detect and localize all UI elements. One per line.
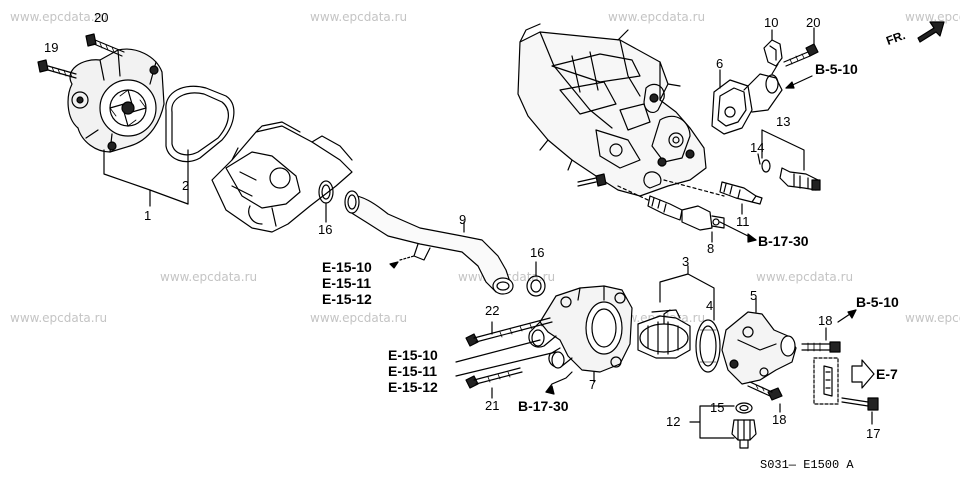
ref-e-15-10-mid[interactable]: E-15-10 [388,347,438,363]
bolt-18-upper[interactable] [801,341,841,353]
e7-arrow [851,359,875,389]
plug-8[interactable] [647,195,725,231]
ref-b-5-10-mid[interactable]: B-5-10 [856,294,899,310]
washer-14[interactable] [761,159,771,173]
sensor-11[interactable] [719,181,763,205]
part-number-11[interactable]: 11 [736,214,750,229]
o-ring-16-left[interactable] [318,180,334,204]
cylinder-head [517,23,707,197]
engine-block-outline [211,121,353,233]
sensor-12[interactable] [731,419,757,449]
thermostat-cover[interactable] [721,311,797,385]
water-outlet[interactable] [711,73,783,135]
part-number-9[interactable]: 9 [459,212,467,227]
ref-b-5-10-top[interactable]: B-5-10 [815,61,858,77]
arrow-b1730-right [747,233,757,243]
leader-13 [761,129,805,171]
part-number-2[interactable]: 2 [182,178,190,193]
part-number-13[interactable]: 13 [776,114,791,129]
part-number-5[interactable]: 5 [750,288,758,303]
part-number-16[interactable]: 16 [318,222,333,237]
leader-e15-mid-b [455,351,557,377]
part-number-20[interactable]: 20 [806,15,821,30]
bolt-22[interactable] [465,317,553,347]
arrow-b1730-bottom [545,385,555,395]
washer-15[interactable] [735,402,753,414]
pump-gasket[interactable] [165,85,235,163]
diagram-code: S031— E1500 A [760,458,854,472]
thermostat-housing[interactable] [528,285,633,373]
part-number-6[interactable]: 6 [716,56,724,71]
bolt-19[interactable] [37,59,77,79]
part-number-15[interactable]: 15 [710,400,725,415]
part-number-3[interactable]: 3 [682,254,690,269]
ref-e-15-11-left[interactable]: E-15-11 [322,275,372,291]
ref-e-15-11-mid[interactable]: E-15-11 [388,363,438,379]
thermostat-seal[interactable] [695,319,721,373]
ref-e-15-12-left[interactable]: E-15-12 [322,291,372,307]
part-number-16[interactable]: 16 [530,245,545,260]
arrow-b510-mid [847,309,857,319]
thermostat[interactable] [637,309,691,359]
part-number-7[interactable]: 7 [589,377,597,392]
part-number-4[interactable]: 4 [706,298,714,313]
ref-b-17-30-right[interactable]: B-17-30 [758,233,809,249]
ref-e-15-10-left[interactable]: E-15-10 [322,259,372,275]
leader-1 [103,149,189,207]
part-number-19[interactable]: 19 [44,40,59,55]
ref-e-7[interactable]: E-7 [876,366,898,382]
water-pipe[interactable] [344,190,514,295]
part-number-22[interactable]: 22 [485,303,500,318]
part-number-14[interactable]: 14 [750,140,765,155]
part-number-17[interactable]: 17 [866,426,881,441]
bolt-20-left[interactable] [85,33,125,57]
ref-b-17-30-bottom[interactable]: B-17-30 [518,398,569,414]
bolt-17[interactable] [841,397,879,411]
ref-e-15-12-mid[interactable]: E-15-12 [388,379,438,395]
leader-14 [757,153,761,165]
bolt-21[interactable] [465,367,523,389]
arrow-b510-top [785,81,795,89]
part-number-8[interactable]: 8 [707,241,715,256]
part-number-12[interactable]: 12 [666,414,681,429]
water-pump[interactable] [67,48,165,153]
part-number-21[interactable]: 21 [485,398,500,413]
leader-e15-mid-a [455,339,541,363]
temperature-sensor-13[interactable] [779,167,821,191]
part-number-18[interactable]: 18 [818,313,833,328]
plug-8-axis [617,185,649,201]
bolt-18-lower[interactable] [747,381,783,401]
hose-clip[interactable] [813,357,839,405]
part-number-20[interactable]: 20 [94,10,109,25]
o-ring-16-right[interactable] [526,275,546,297]
part-number-1[interactable]: 1 [144,208,152,223]
bolt-20-right[interactable] [783,43,819,67]
arrow-e15-left [389,261,399,269]
stud-bolt [577,173,607,187]
part-number-10[interactable]: 10 [764,15,779,30]
sensor-11-axis [663,179,725,197]
bracket-10[interactable] [763,39,783,75]
part-number-18[interactable]: 18 [772,412,787,427]
front-direction-arrow [917,21,945,43]
leader-3-4 [659,265,715,321]
leader-12-15 [689,405,735,439]
